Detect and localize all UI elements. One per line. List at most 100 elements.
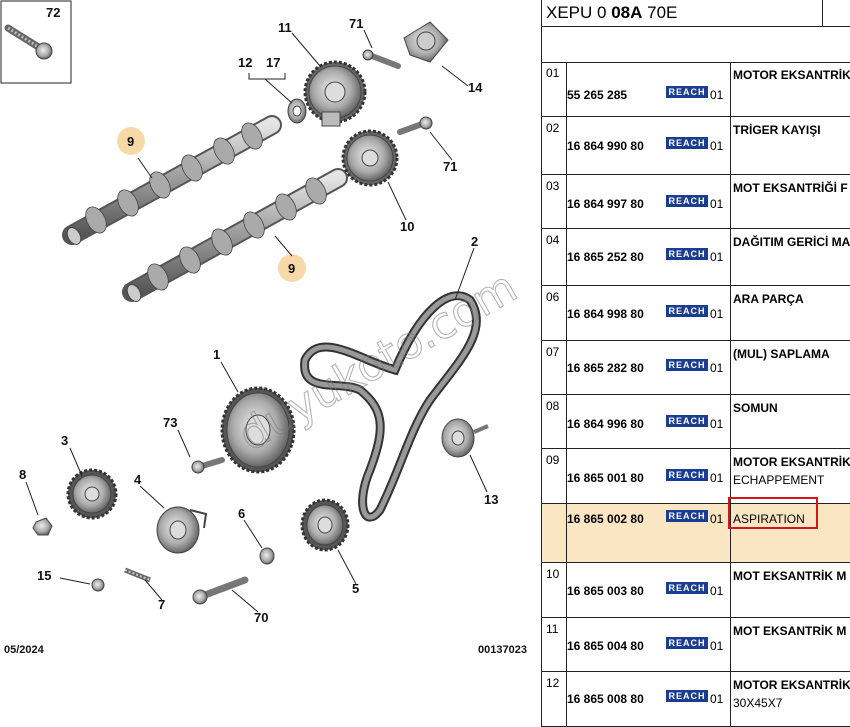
row-index-cell [542,395,567,448]
row-number: 08 [546,399,560,413]
part-description: MOT EKSANTRİK M [733,624,847,638]
row-number: 11 [546,622,559,636]
crank-sprocket-1 [220,386,296,474]
reach-badge: REACH [666,469,708,481]
row-divider [730,175,731,228]
quantity: 01 [710,639,724,653]
quantity: 01 [710,692,724,706]
callout-4: 4 [134,472,142,487]
callout-14: 14 [468,80,483,95]
part-number: 16 865 001 80 [567,471,644,485]
row-index-cell [542,618,567,671]
part-description: SOMUN [733,401,778,415]
part-description-detail: 30X45X7 [733,696,783,710]
reach-badge: REACH [666,415,708,427]
row-index-cell [542,62,567,116]
row-divider [730,229,731,285]
row-number: 06 [546,290,560,304]
parts-subheader [542,26,850,63]
part-description: TRİGER KAYIŞI [733,123,821,137]
reach-badge: REACH [666,582,708,594]
row-number: 02 [546,121,560,135]
callout-12: 12 [238,55,252,70]
diagram-svg: 72 11 71 12 17 14 9 71 10 9 2 1 73 3 8 4… [0,0,527,656]
quantity: 01 [710,250,724,264]
spacer-6 [259,547,275,565]
row-number: 12 [546,676,560,690]
callout-5: 5 [352,581,359,596]
callout-72: 72 [46,5,60,20]
bolt-73 [191,457,225,474]
bolt-71-upper [362,49,401,69]
reach-badge: REACH [666,690,708,702]
row-index-cell [542,286,567,340]
quantity: 01 [710,512,724,526]
engine-code-bold: 08A [611,3,643,22]
timing-belt-2 [300,291,481,522]
part-number: 16 865 282 80 [567,361,644,375]
engine-code-prefix: XEPU 0 [546,3,612,22]
part-number: 16 864 998 80 [567,307,644,321]
callout-15: 15 [37,568,51,583]
part-number: 16 864 996 80 [567,417,644,431]
idler-13 [441,418,489,458]
reach-badge: REACH [666,305,708,317]
row-index-cell [542,229,567,285]
quantity: 01 [710,88,724,102]
idler-3 [66,468,118,520]
callout-6: 6 [238,506,245,521]
tensioner-4 [156,506,208,554]
cam-sprocket-10 [341,129,399,187]
row-divider [730,62,731,116]
parts-header: XEPU 0 08A 70E [542,0,850,27]
row-index-cell [542,563,567,617]
row-number: 07 [546,345,560,359]
part-description-detail: ASPIRATION [733,512,805,526]
part-description: MOTOR EKSANTRİK [733,678,850,692]
callout-71-lower: 71 [443,159,457,174]
part-description: MOT EKSANTRİK M [733,569,847,583]
pulley-5 [300,498,350,552]
highlight-box-aspiration [728,497,818,529]
reach-badge: REACH [666,359,708,371]
row-divider [730,672,731,726]
row-index-cell [542,175,567,228]
row-divider [730,286,731,340]
bolt-70 [192,576,249,605]
quantity: 01 [710,584,724,598]
part-description-detail: ECHAPPEMENT [733,473,825,487]
row-number: 01 [546,66,560,80]
cam-sprocket-11 [303,60,367,127]
row-index-cell [542,117,567,174]
callout-71-upper: 71 [349,16,363,31]
camshaft-upper [62,115,282,245]
part-description: ARA PARÇA [733,292,804,306]
callout-70: 70 [254,610,268,625]
bolt-71-lower [397,116,433,135]
part-number: 55 265 285 [567,88,628,102]
row-number: 04 [546,233,560,247]
callout-10: 10 [400,219,414,234]
header-divider [822,0,823,26]
spacer-12-hole [292,105,302,117]
part-number: 16 865 003 80 [567,584,644,598]
engine-code-suffix: 70E [642,3,678,22]
row-divider [730,618,731,671]
row-index-cell [542,672,567,726]
reach-badge: REACH [666,195,708,207]
reach-badge: REACH [666,510,708,522]
row-number: 09 [546,453,560,467]
